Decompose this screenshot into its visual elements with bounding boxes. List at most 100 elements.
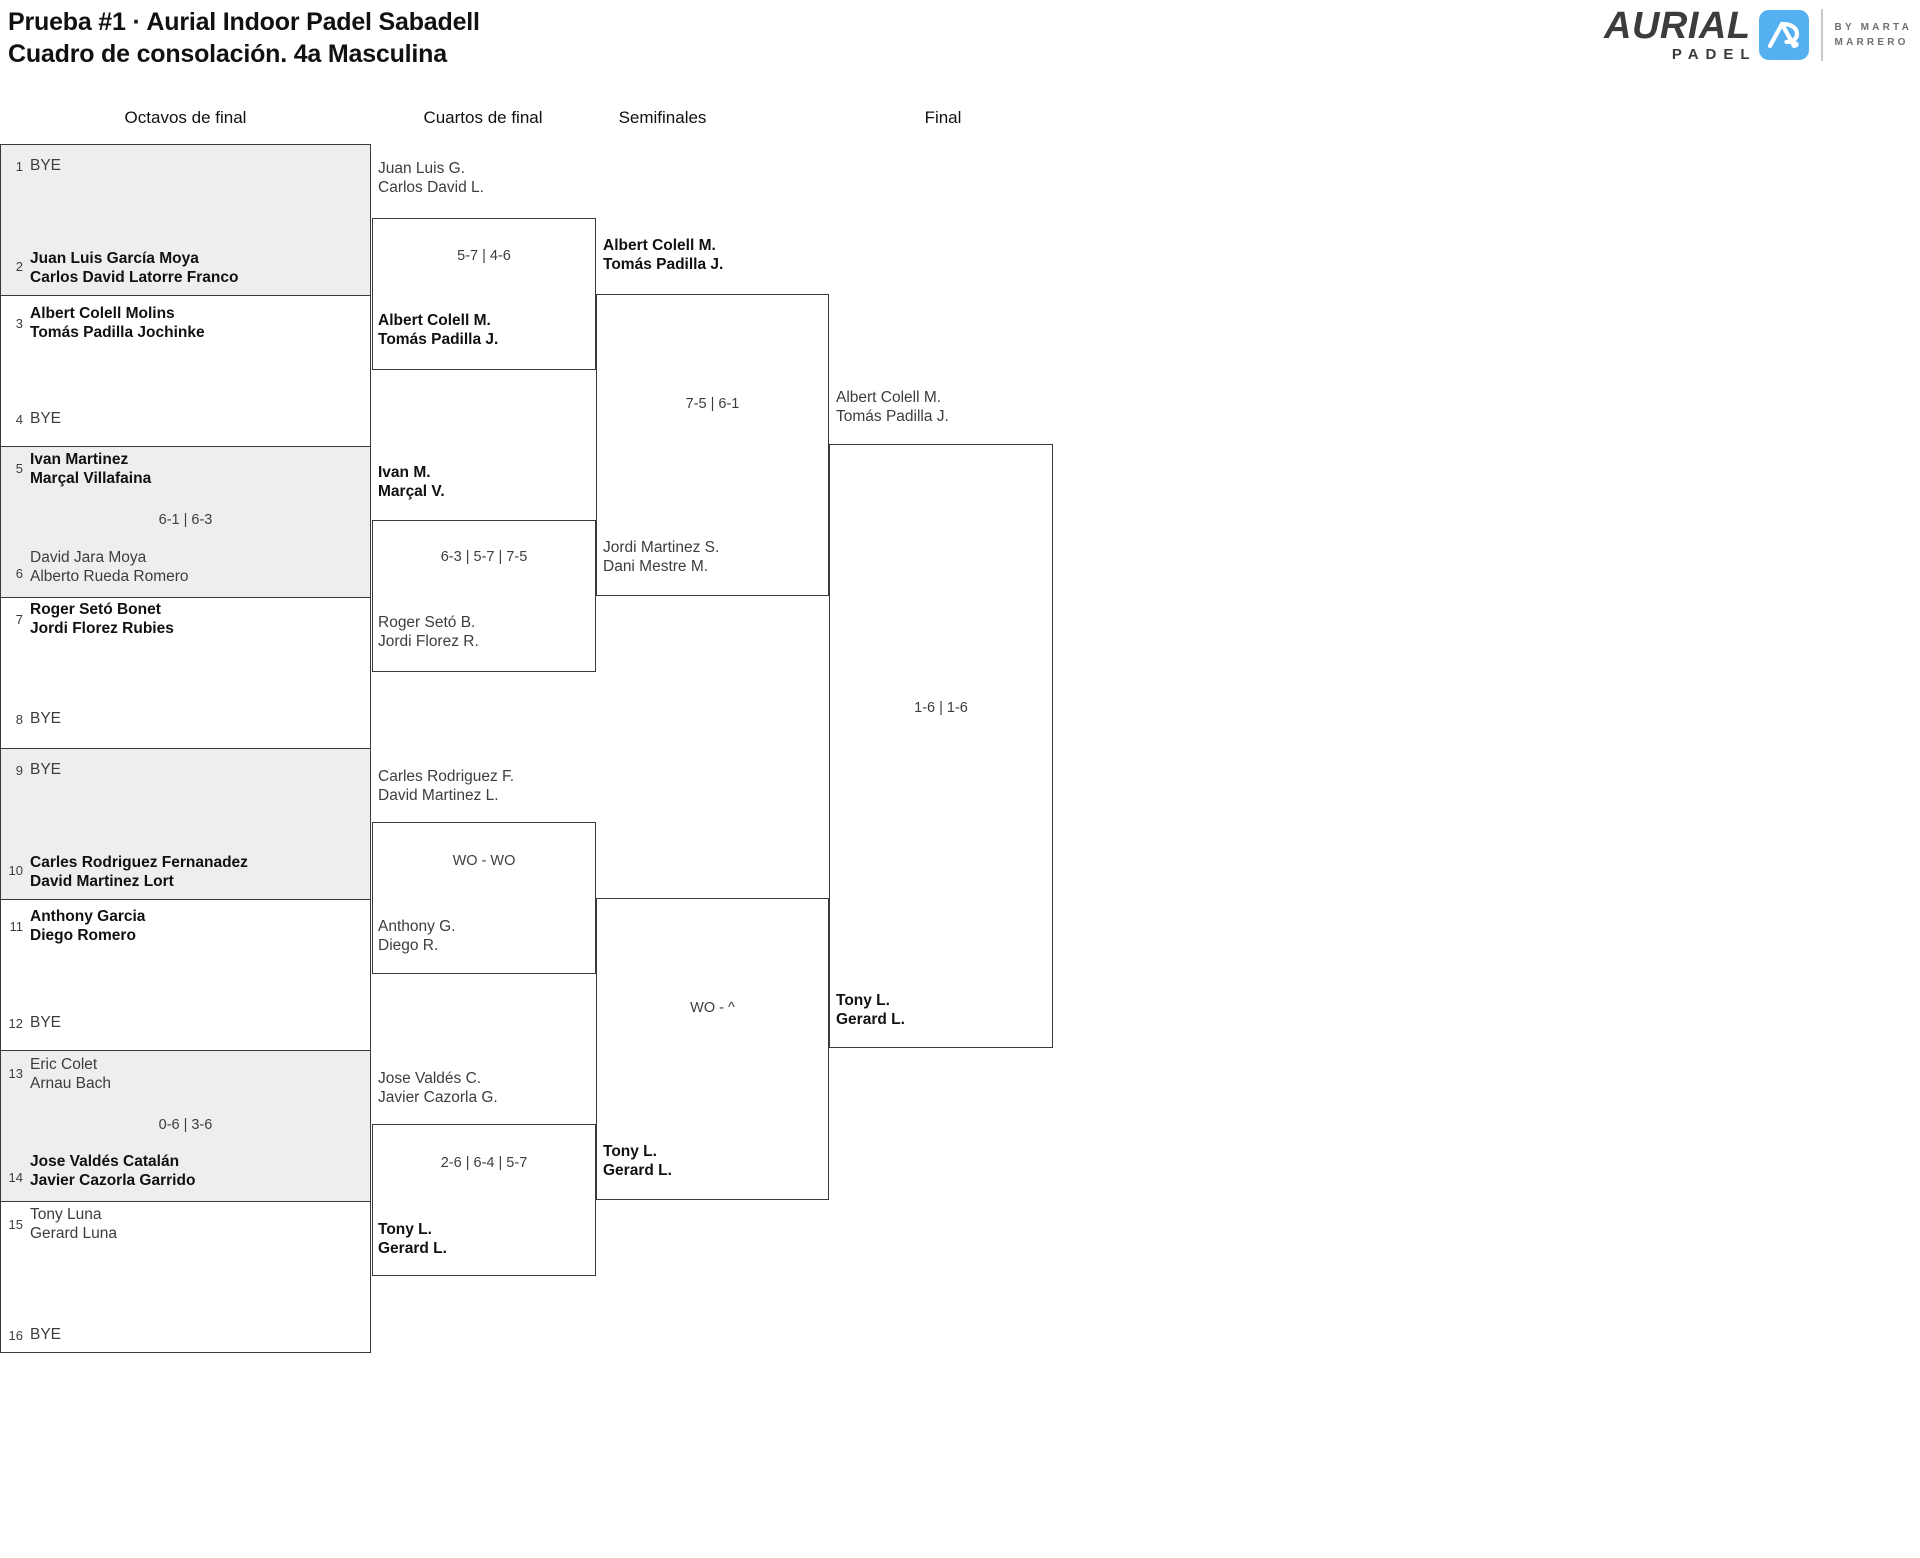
seed-bye-label: BYE bbox=[30, 761, 62, 778]
r1-pair-6[interactable] bbox=[0, 899, 371, 1050]
seed-player-1: Carles Rodriguez Fernanadez bbox=[30, 854, 248, 871]
qf3-top-player-1: Carles Rodriguez F. bbox=[378, 768, 515, 785]
seed-team: Anthony Garcia Diego Romero bbox=[30, 907, 145, 945]
qf4-top-player-2: Javier Cazorla G. bbox=[378, 1089, 498, 1107]
r1-pair-5[interactable] bbox=[0, 748, 371, 899]
seed-player-2: Carlos David Latorre Franco bbox=[30, 269, 239, 287]
seed-team: Albert Colell Molins Tomás Padilla Jochi… bbox=[30, 304, 205, 342]
seed-number: 5 bbox=[15, 461, 23, 476]
logo-byline-line2: MARRERO bbox=[1834, 37, 1909, 48]
seed-team: Jose Valdés Catalán Javier Cazorla Garri… bbox=[30, 1152, 195, 1190]
final-top-player-1: Albert Colell M. bbox=[836, 389, 942, 406]
qf1-bottom-player-1: Albert Colell M. bbox=[378, 312, 491, 329]
seed-player-2: Javier Cazorla Garrido bbox=[30, 1172, 196, 1190]
qf2-team-bottom: Roger Setó B. Jordi Florez R. bbox=[378, 613, 479, 651]
logo-padel-text: PADEL bbox=[1671, 45, 1757, 63]
sf2-connector bbox=[596, 898, 829, 1200]
r1-pair-2[interactable] bbox=[0, 295, 371, 446]
seed-player-2: Alberto Rueda Romero bbox=[30, 568, 189, 586]
final-bottom-player-1: Tony L. bbox=[836, 992, 890, 1009]
r1-pair-7[interactable] bbox=[0, 1050, 371, 1201]
seed-player-2: Gerard Luna bbox=[30, 1225, 118, 1243]
qf2-top-player-1: Ivan M. bbox=[378, 464, 431, 481]
sf1-connector bbox=[596, 294, 829, 596]
seed-player-2: David Martinez Lort bbox=[30, 873, 174, 891]
seed-player-1: Jose Valdés Catalán bbox=[30, 1153, 180, 1170]
seed-bye-label: BYE bbox=[30, 157, 62, 174]
qf1-score: 5-7 | 4-6 bbox=[457, 248, 511, 264]
qf2-bottom-player-2: Jordi Florez R. bbox=[378, 633, 479, 651]
r1-pair-8[interactable] bbox=[0, 1201, 371, 1353]
seed-player-1: David Jara Moya bbox=[30, 549, 147, 566]
seed-number: 1 bbox=[15, 159, 23, 174]
round-header-final: Final bbox=[924, 108, 962, 127]
qf2-bottom-player-1: Roger Setó B. bbox=[378, 614, 476, 631]
seed-player-2: Jordi Florez Rubies bbox=[30, 620, 174, 638]
seed-player-1: Eric Colet bbox=[30, 1056, 98, 1073]
bracket-subtitle: Cuadro de consolación. 4a Masculina bbox=[8, 40, 447, 68]
sf1-team-top: Albert Colell M. Tomás Padilla J. bbox=[603, 236, 723, 274]
r1-pair-3[interactable] bbox=[0, 446, 371, 597]
seed-player-1: Tony Luna bbox=[30, 1206, 102, 1223]
final-team-bottom: Tony L. Gerard L. bbox=[836, 991, 905, 1029]
qf3-team-top: Carles Rodriguez F. David Martinez L. bbox=[378, 767, 514, 805]
seed-player-1: Anthony Garcia bbox=[30, 908, 146, 925]
qf3-connector bbox=[372, 822, 596, 974]
sf2-bottom-player-1: Tony L. bbox=[603, 1143, 657, 1160]
r1-pair-4[interactable] bbox=[0, 597, 371, 748]
seed-player-2: Tomás Padilla Jochinke bbox=[30, 324, 205, 342]
qf1-team-top: Juan Luis G. Carlos David L. bbox=[378, 159, 484, 197]
seed-number: 9 bbox=[15, 763, 23, 778]
seed-bye-label: BYE bbox=[30, 1326, 62, 1343]
qf2-team-top: Ivan M. Marçal V. bbox=[378, 463, 445, 501]
qf4-score: 2-6 | 6-4 | 5-7 bbox=[440, 1155, 528, 1171]
seed-number: 6 bbox=[15, 566, 23, 581]
logo-byline-line1: BY MARTA bbox=[1834, 21, 1912, 33]
qf1-connector bbox=[372, 218, 596, 370]
final-top-player-2: Tomás Padilla J. bbox=[836, 408, 949, 426]
qf4-team-top: Jose Valdés C. Javier Cazorla G. bbox=[378, 1069, 498, 1107]
logo-byline: BY MARTA MARRERO bbox=[1835, 20, 1912, 51]
seed-bye-label: BYE bbox=[30, 710, 62, 727]
r1-pair-1[interactable] bbox=[0, 144, 371, 295]
seed-player-2: Diego Romero bbox=[30, 927, 136, 945]
r1-score: 6-1 | 6-3 bbox=[158, 512, 213, 528]
seed-number: 3 bbox=[15, 316, 23, 331]
seed-number: 14 bbox=[8, 1170, 23, 1185]
seed-bye-label: BYE bbox=[30, 1014, 62, 1031]
r1-score: 0-6 | 3-6 bbox=[158, 1117, 213, 1133]
sf1-bottom-player-1: Jordi Martinez S. bbox=[603, 539, 720, 556]
seed-number: 13 bbox=[8, 1066, 23, 1081]
qf3-bottom-player-2: Diego R. bbox=[378, 937, 439, 955]
seed-player-1: Ivan Martinez bbox=[30, 451, 129, 468]
seed-player-2: Marçal Villafaina bbox=[30, 470, 152, 488]
aurial-padel-logo: AURIAL PADEL BY MARTA MARRERO bbox=[1604, 6, 1912, 64]
seed-number: 8 bbox=[15, 712, 23, 727]
tournament-title: Prueba #1 · Aurial Indoor Padel Sabadell bbox=[8, 8, 480, 36]
qf1-top-player-2: Carlos David L. bbox=[378, 179, 484, 197]
seed-team: Eric Colet Arnau Bach bbox=[30, 1055, 111, 1093]
qf2-connector bbox=[372, 520, 596, 672]
qf4-connector bbox=[372, 1124, 596, 1276]
qf3-bottom-player-1: Anthony G. bbox=[378, 918, 456, 935]
logo-wordmark: AURIAL PADEL bbox=[1604, 7, 1751, 61]
qf4-bottom-player-2: Gerard L. bbox=[378, 1240, 447, 1258]
ap-monogram-icon bbox=[1758, 10, 1809, 60]
qf3-top-player-2: David Martinez L. bbox=[378, 787, 499, 805]
final-team-top: Albert Colell M. Tomás Padilla J. bbox=[836, 388, 949, 426]
seed-team: Ivan Martinez Marçal Villafaina bbox=[30, 450, 151, 488]
final-connector bbox=[829, 444, 1053, 1048]
seed-player-1: Albert Colell Molins bbox=[30, 305, 175, 322]
sf1-score: 7-5 | 6-1 bbox=[685, 396, 740, 412]
qf1-bottom-player-2: Tomás Padilla J. bbox=[378, 331, 499, 349]
qf2-top-player-2: Marçal V. bbox=[378, 483, 445, 501]
page-header: Prueba #1 · Aurial Indoor Padel Sabadell… bbox=[0, 0, 1920, 80]
qf4-bottom-player-1: Tony L. bbox=[378, 1221, 432, 1238]
seed-team: Carles Rodriguez Fernanadez David Martin… bbox=[30, 853, 248, 891]
seed-player-1: Juan Luis García Moya bbox=[30, 250, 199, 267]
seed-team: Tony Luna Gerard Luna bbox=[30, 1205, 117, 1243]
sf1-team-bottom: Jordi Martinez S. Dani Mestre M. bbox=[603, 538, 719, 576]
logo-divider bbox=[1820, 9, 1823, 61]
seed-bye-label: BYE bbox=[30, 410, 62, 427]
